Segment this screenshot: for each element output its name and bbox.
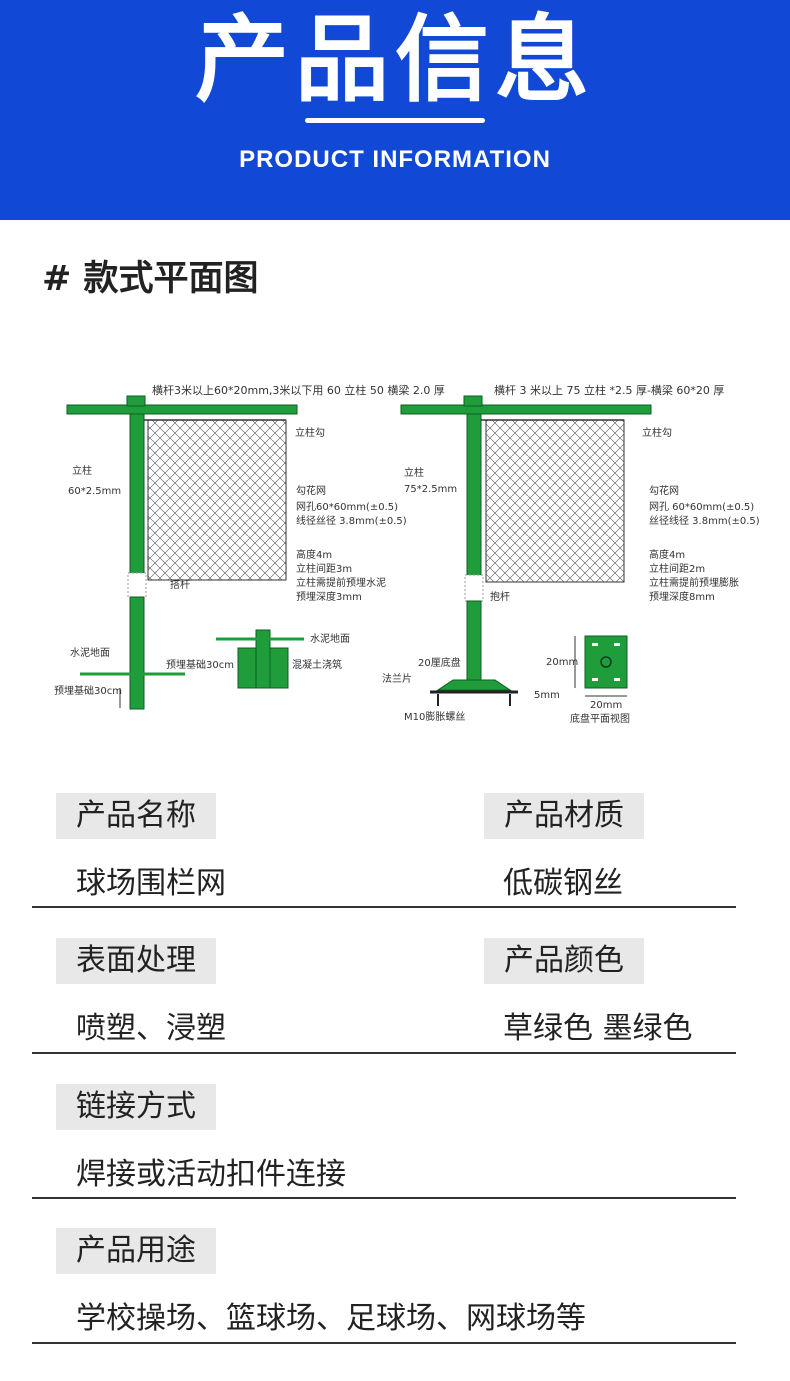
fence-plan-drawing: 横杆3米以上60*20mm,3米以下用 60 立柱 50 横梁 2.0 厚 立柱… [54, 383, 760, 725]
left-note: 立柱需提前预埋水泥 [296, 576, 386, 589]
right-top-label: 横杆 3 米以上 75 立柱 *2.5 厚-横梁 60*20 厚 [494, 383, 724, 397]
right-height: 高度4m [649, 548, 685, 561]
spec-divider [32, 1342, 736, 1344]
right-base-label: 20厘底盘 [418, 656, 461, 669]
left-top-label: 横杆3米以上60*20mm,3米以下用 60 立柱 50 横梁 2.0 厚 [152, 383, 445, 397]
spec-value-surface: 喷塑、浸塑 [76, 1011, 226, 1046]
right-bolt-label: M10膨胀螺丝 [404, 710, 465, 723]
left-embed: 预埋深度3mm [296, 590, 362, 603]
right-spacing: 立柱间距2m [649, 562, 705, 575]
right-hook-label: 立柱勾 [642, 426, 672, 439]
spec-divider [32, 906, 736, 908]
left-crossbar [66, 404, 298, 415]
right-post-upper [466, 413, 482, 577]
right-embed: 预埋深度8mm [649, 590, 715, 603]
left-fence: 横杆3米以上60*20mm,3米以下用 60 立柱 50 横梁 2.0 厚 立柱… [54, 383, 445, 710]
right-post-cap [463, 395, 483, 407]
header-divider [305, 118, 485, 123]
left-post-clamp [127, 572, 147, 598]
left-spacing: 立柱间距3m [296, 562, 352, 575]
right-clamp-label: 抱杆 [490, 590, 510, 603]
right-note: 立柱需提前预埋膨胀 [649, 576, 739, 589]
right-base-flange [436, 679, 512, 691]
right-post-lower [466, 600, 482, 690]
left-depth-label: 预埋基础30cm [54, 684, 122, 697]
header-title: 产品信息 [194, 6, 595, 115]
spec-label-name: 产品名称 [56, 793, 216, 839]
left-ground-label: 水泥地面 [70, 646, 110, 659]
right-mesh-hole: 网孔 60*60mm(±0.5) [649, 501, 754, 513]
header-banner: 产品信息 PRODUCT INFORMATION [0, 0, 790, 220]
left-mesh [147, 419, 287, 581]
base-plate-plan [584, 635, 628, 689]
right-mesh-label: 勾花网 [649, 484, 679, 497]
spec-value-color: 草绿色 墨绿色 [503, 1011, 693, 1046]
header-subtitle: PRODUCT INFORMATION [239, 146, 551, 173]
left-mesh-label: 勾花网 [296, 484, 326, 497]
left-post-cap [126, 395, 146, 407]
right-fence: 横杆 3 米以上 75 立柱 *2.5 厚-横梁 60*20 厚 立柱勾 立柱 … [382, 383, 760, 725]
right-post-label: 立柱 [404, 466, 424, 479]
right-mesh [485, 419, 625, 583]
left-ground2-label: 水泥地面 [310, 632, 350, 645]
left-foundation-label: 预埋基础30cm [166, 658, 234, 671]
left-post-size: 60*2.5mm [68, 486, 121, 497]
plate-dim-height: 20mm [546, 657, 578, 668]
left-post-lower [129, 596, 145, 710]
right-post-size: 75*2.5mm [404, 484, 457, 495]
spec-value-material: 低碳钢丝 [503, 866, 623, 901]
spec-value-name: 球场围栏网 [76, 866, 226, 901]
spec-label-material: 产品材质 [484, 793, 644, 839]
spec-divider [32, 1197, 736, 1199]
right-crossbar [400, 404, 652, 415]
spec-label-connection: 链接方式 [56, 1084, 216, 1130]
spec-label-usage: 产品用途 [56, 1228, 216, 1274]
spec-value-usage: 学校操场、篮球场、足球场、网球场等 [76, 1301, 586, 1336]
right-post-clamp [464, 574, 484, 602]
section-title: # 款式平面图 [42, 259, 259, 299]
left-foundation-post [255, 629, 271, 689]
left-mesh-wire: 线径丝径 3.8mm(±0.5) [296, 514, 407, 527]
right-mesh-wire: 丝径线径 3.8mm(±0.5) [649, 514, 760, 527]
left-post-upper [129, 413, 145, 577]
plate-dim-width: 20mm [590, 700, 622, 711]
left-height: 高度4m [296, 548, 332, 561]
left-post-label: 立柱 [72, 464, 92, 477]
left-mesh-hole: 网孔60*60mm(±0.5) [296, 501, 398, 513]
spec-value-connection: 焊接或活动扣件连接 [76, 1157, 346, 1192]
spec-label-surface: 表面处理 [56, 938, 216, 984]
left-clamp-label: 搭杆 [170, 578, 190, 591]
plate-plan-label: 底盘平面视图 [570, 712, 630, 725]
spec-label-color: 产品颜色 [484, 938, 644, 984]
right-plate-label: 法兰片 [382, 672, 412, 685]
spec-divider [32, 1052, 736, 1054]
left-concrete-label: 混凝土浇筑 [292, 658, 342, 671]
right-thick-label: 5mm [534, 690, 560, 701]
left-hook-label: 立柱勾 [295, 426, 325, 439]
